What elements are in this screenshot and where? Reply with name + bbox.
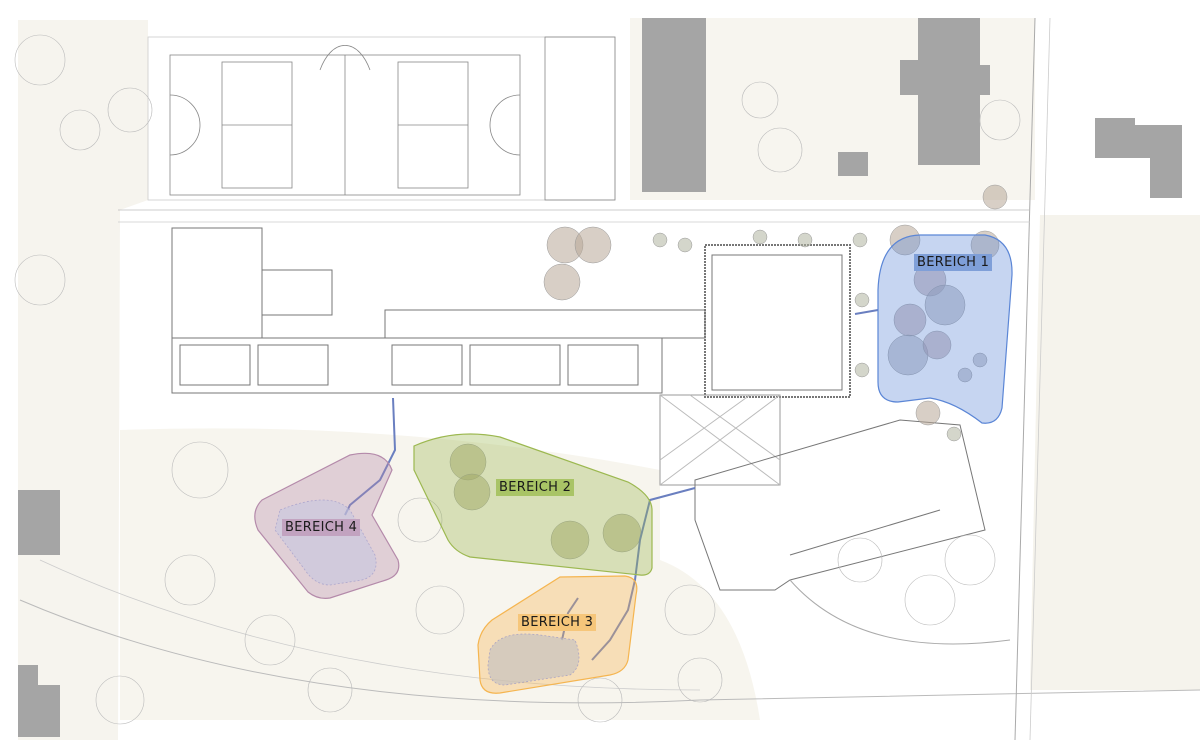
tree-outline [415,585,465,635]
tree [852,232,868,248]
zone-1-area[interactable] [877,234,1013,424]
tree-outline [741,81,779,119]
tree-outline [397,497,443,543]
tree-outline [837,537,883,583]
tree [854,292,870,308]
tree [550,520,590,560]
tree-outline [307,667,353,713]
tree [652,232,668,248]
park-area [120,428,760,720]
drainage-channels [344,309,879,661]
trees [14,34,1021,725]
tree [922,330,952,360]
tree [972,352,988,368]
tree-outline [107,87,153,133]
tree-outline [577,677,623,723]
zone-4-label: BEREICH 4 [282,519,361,536]
tree-outline [14,34,66,86]
tree-outline [244,614,296,666]
tree [677,237,693,253]
tree [889,224,921,256]
tree [574,226,612,264]
sports-field [147,36,616,201]
tree [453,473,491,511]
zone-3-label: BEREICH 3 [518,614,597,631]
tree [752,229,768,245]
zone-1-label: BEREICH 1 [914,254,993,271]
pond-3 [487,633,580,686]
tree-outline [14,254,66,306]
tree [543,263,581,301]
tree-outline [171,441,229,499]
tree-outline [164,554,216,606]
tree-outline [944,534,996,586]
tree [957,367,973,383]
field-east [1030,215,1200,690]
tree-outline [757,127,803,173]
tree-outline [664,584,716,636]
tree [915,400,941,426]
tree-outline [95,675,145,725]
tree-outline [59,109,101,151]
tree [924,284,966,326]
tree-outline [979,99,1021,141]
tree [854,362,870,378]
green-area-west [18,20,148,740]
neighbour-buildings [18,18,1182,737]
zone-2-label: BEREICH 2 [496,479,575,496]
tree-outline [677,657,723,703]
tree [982,184,1008,210]
tree [946,426,962,442]
tree-outline [904,574,956,626]
tree [797,232,813,248]
zone-2-area[interactable] [413,433,653,576]
